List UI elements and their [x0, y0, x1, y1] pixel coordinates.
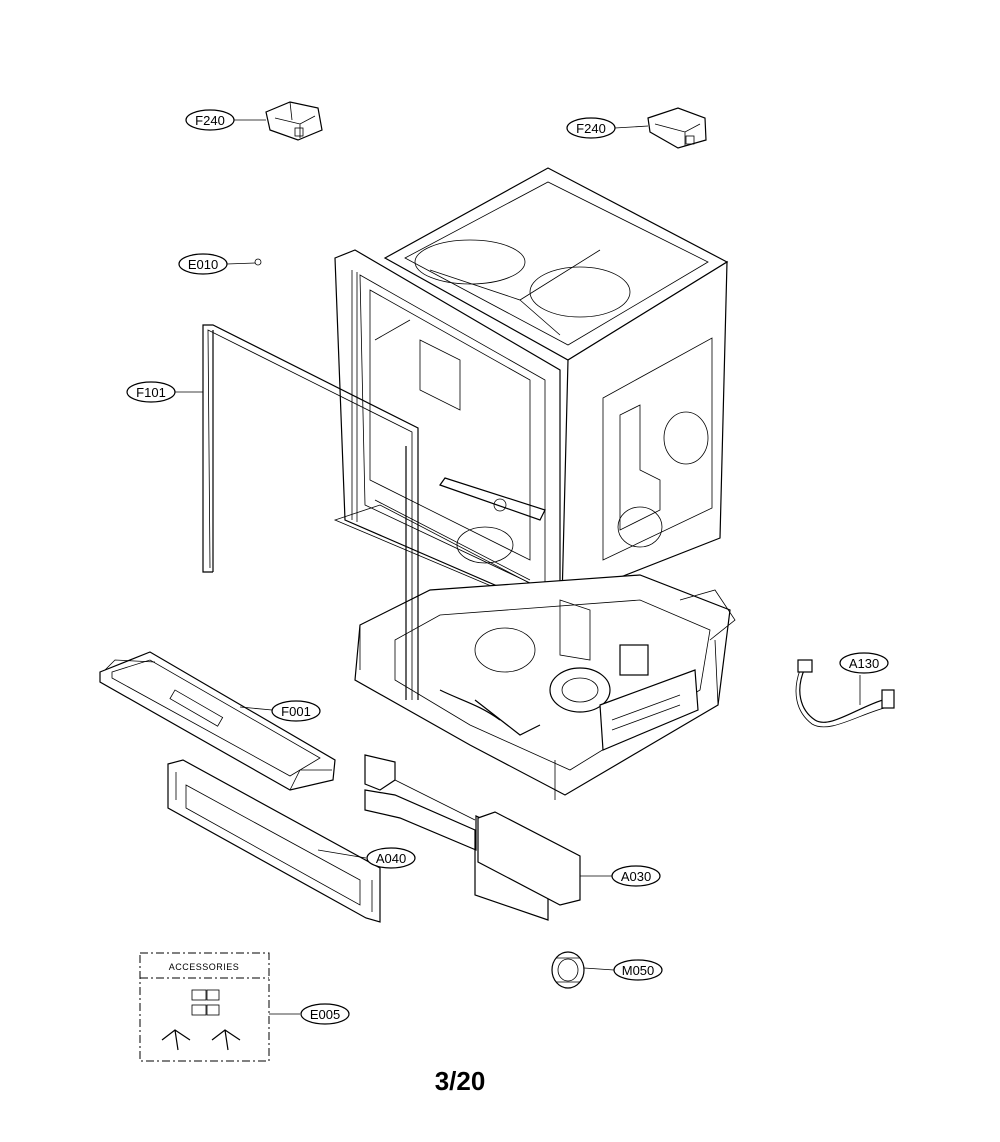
svg-text:F101: F101 [136, 385, 166, 400]
kickplate-a040 [167, 759, 381, 923]
page-number: 3/20 [434, 1066, 486, 1096]
hose-a130 [795, 659, 895, 728]
insulation-a030 [364, 754, 581, 921]
bracket-f240-left [265, 101, 323, 141]
svg-text:E005: E005 [310, 1007, 340, 1022]
svg-text:E010: E010 [188, 257, 218, 272]
callout-f240-right: F240 [566, 117, 616, 139]
accessories-title: ACCESSORIES [169, 962, 240, 972]
svg-text:A130: A130 [849, 656, 879, 671]
callout-a130: A130 [839, 652, 889, 674]
svg-text:A040: A040 [376, 851, 406, 866]
leader-lines [175, 119, 861, 1015]
callout-m050: M050 [613, 959, 663, 981]
svg-text:F240: F240 [195, 113, 225, 128]
svg-text:F001: F001 [281, 704, 311, 719]
base-assembly [354, 574, 736, 800]
callout-a030: A030 [611, 865, 661, 887]
callout-f101: F101 [126, 381, 176, 403]
callout-e005: E005 [300, 1003, 350, 1025]
panel-f001 [99, 651, 336, 791]
callout-e010: E010 [178, 253, 228, 275]
screw-e010 [254, 258, 262, 266]
door-gasket-f101 [202, 324, 419, 700]
callout-f240-left: F240 [185, 109, 235, 131]
accessories-box: ACCESSORIES [139, 952, 270, 1062]
svg-text:A030: A030 [621, 869, 651, 884]
callout-a040: A040 [366, 847, 416, 869]
tub-assembly [333, 167, 729, 611]
svg-text:M050: M050 [622, 963, 655, 978]
bracket-f240-right [647, 107, 707, 149]
callout-f001: F001 [271, 700, 321, 722]
svg-text:F240: F240 [576, 121, 606, 136]
part-m050 [551, 951, 585, 989]
